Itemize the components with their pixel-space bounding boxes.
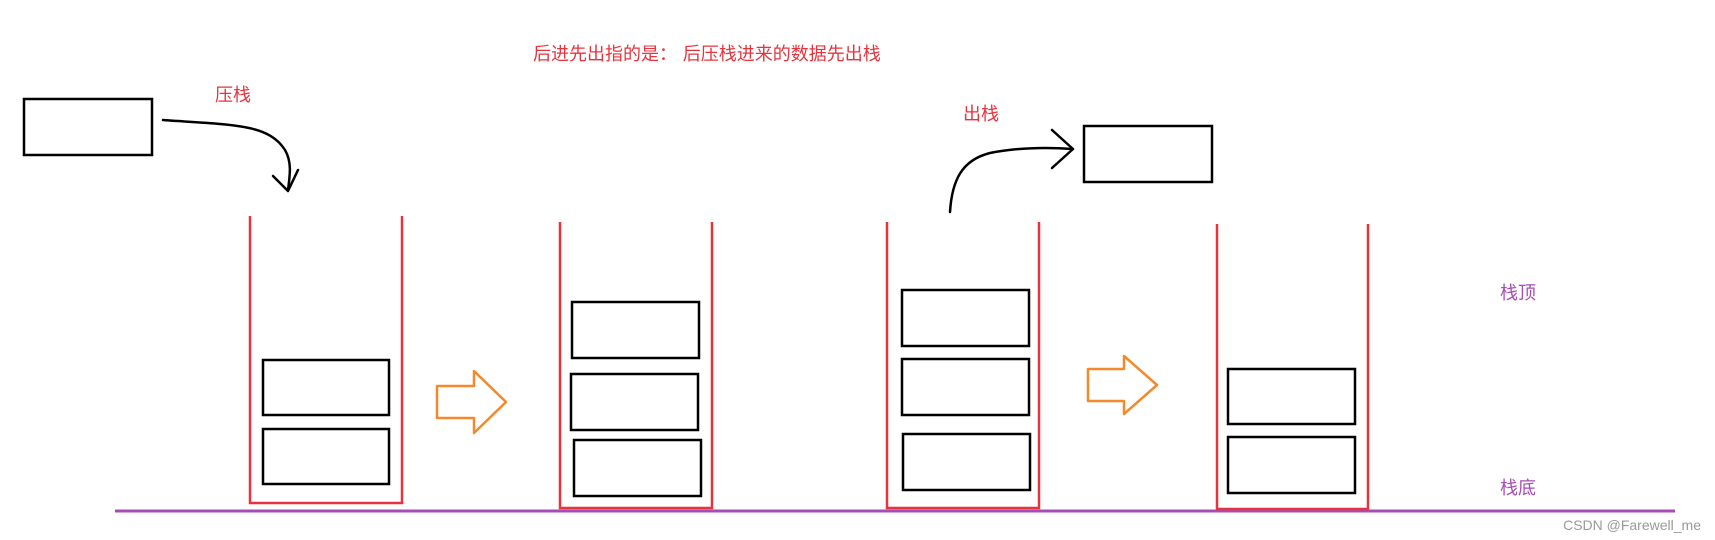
data-box bbox=[569, 372, 700, 432]
data-box bbox=[570, 300, 701, 360]
stack-container-4 bbox=[1215, 224, 1370, 511]
stack-bottom-label: 栈底 bbox=[1500, 478, 1536, 499]
data-box bbox=[572, 438, 703, 498]
data-box bbox=[900, 288, 1031, 348]
flow-arrow-icon bbox=[435, 369, 508, 435]
flow-arrow-icon bbox=[1086, 354, 1159, 416]
data-box bbox=[901, 432, 1032, 492]
stack-container-1 bbox=[248, 216, 404, 505]
push-arrow-icon bbox=[161, 118, 292, 192]
data-box bbox=[1226, 367, 1357, 426]
stack-container-3 bbox=[885, 222, 1041, 510]
data-box bbox=[261, 427, 391, 486]
pop-arrow-icon bbox=[948, 146, 1075, 214]
data-box bbox=[900, 357, 1031, 417]
push-arrow-head-icon bbox=[271, 168, 300, 193]
data-box bbox=[1226, 435, 1357, 495]
diagram-title: 后进先出指的是： 后压栈进来的数据先出栈 bbox=[533, 44, 881, 65]
incoming-data-box bbox=[22, 97, 154, 157]
pop-label: 出栈 bbox=[963, 104, 999, 125]
stack-container-2 bbox=[558, 222, 714, 510]
pop-arrow-head-icon bbox=[1050, 128, 1075, 170]
watermark: CSDN @Farewell_me bbox=[1563, 517, 1701, 533]
push-label: 压栈 bbox=[215, 85, 251, 106]
data-box bbox=[261, 358, 391, 417]
stack-top-label: 栈顶 bbox=[1500, 283, 1536, 304]
outgoing-data-box bbox=[1082, 124, 1214, 184]
